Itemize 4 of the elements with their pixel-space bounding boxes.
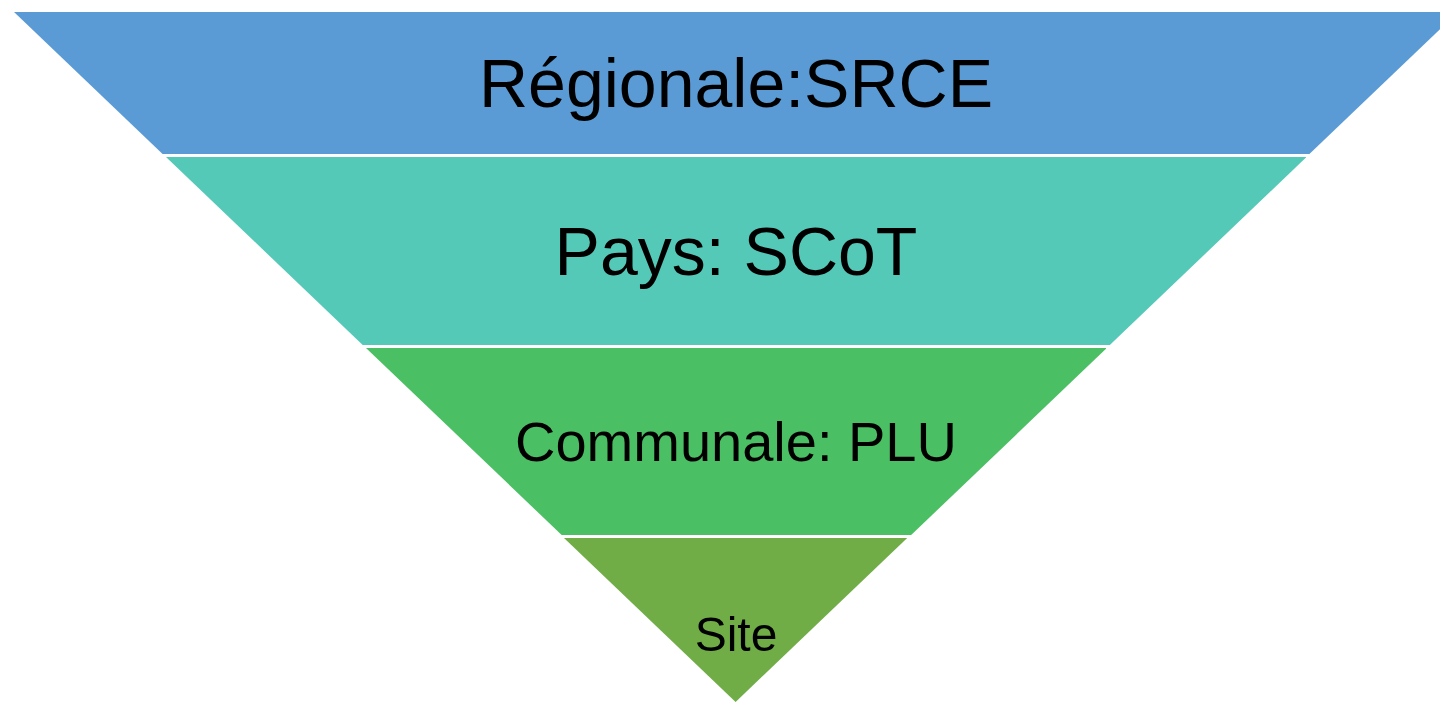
level-label: Communale: PLU <box>514 408 958 475</box>
level-label: Pays: SCoT <box>554 213 918 289</box>
level-label: Régionale:SRCE <box>478 45 994 121</box>
level-label: Site <box>694 608 778 662</box>
